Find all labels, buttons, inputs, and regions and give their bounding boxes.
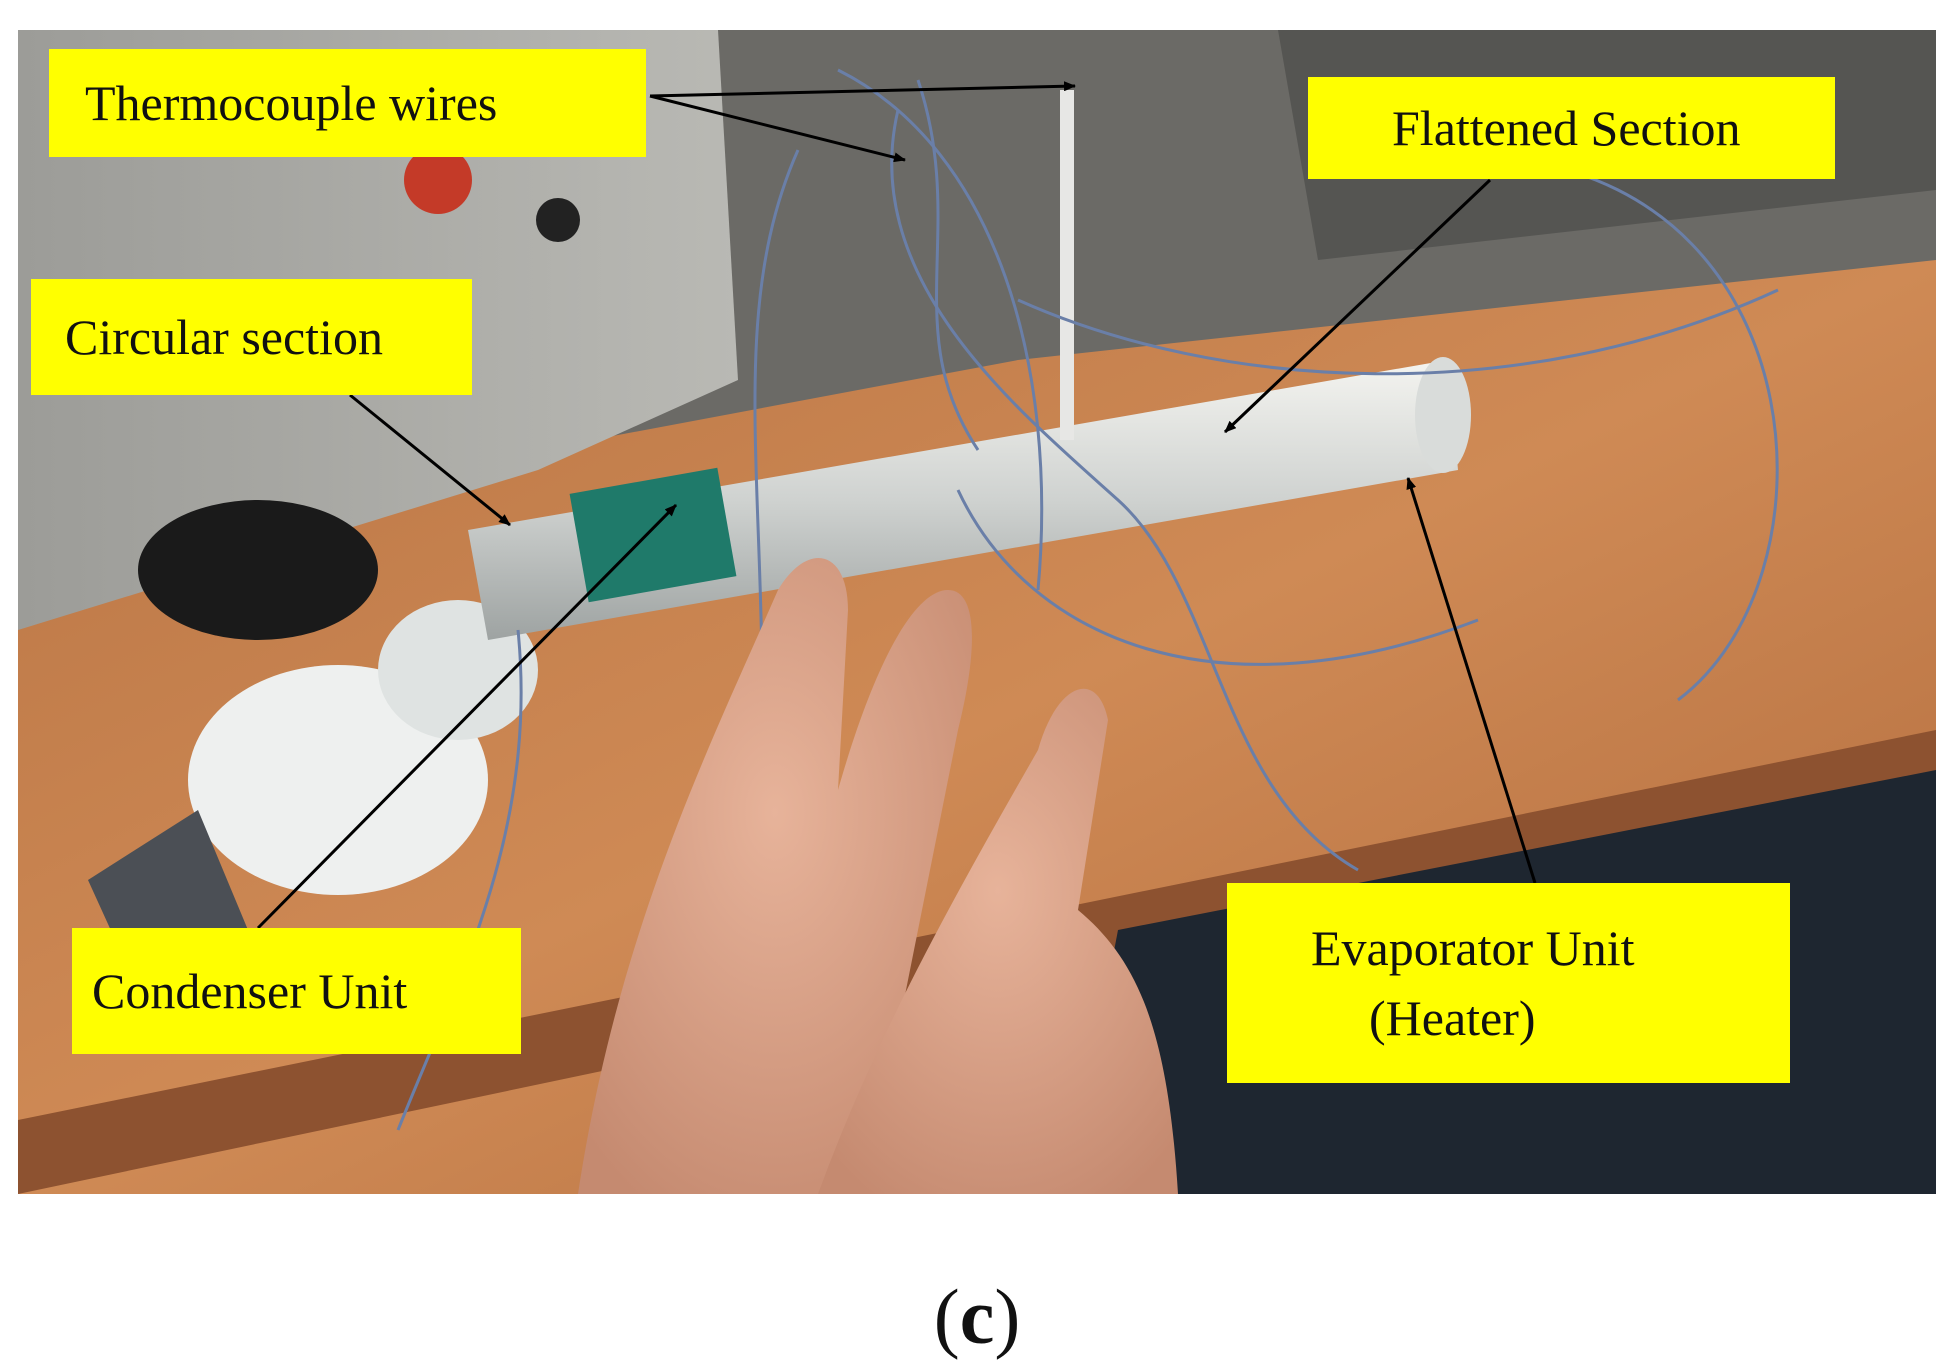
label-flattened-text: Flattened Section — [1392, 100, 1741, 156]
label-evaporator-unit: Evaporator Unit (Heater) — [1227, 883, 1790, 1083]
black-knob — [536, 198, 580, 242]
label-circular-text: Circular section — [65, 309, 383, 365]
red-knob — [404, 146, 472, 214]
label-heater-text: (Heater) — [1369, 990, 1536, 1046]
left-hand — [578, 557, 972, 1194]
dark-opening — [138, 500, 378, 640]
caption-letter: c — [959, 1273, 995, 1360]
label-condenser-unit: Condenser Unit — [72, 928, 521, 1054]
label-evaporator-text: Evaporator Unit — [1311, 920, 1635, 976]
label-thermocouple-text: Thermocouple wires — [85, 75, 498, 131]
label-condenser-text: Condenser Unit — [92, 963, 408, 1019]
probe-rod — [1060, 90, 1074, 440]
label-flattened-section: Flattened Section — [1308, 77, 1835, 179]
label-thermocouple-wires: Thermocouple wires — [49, 49, 646, 157]
caption-close-paren: ) — [994, 1273, 1021, 1360]
figure-caption: (c) — [0, 1272, 1954, 1362]
label-circular-section: Circular section — [31, 279, 472, 395]
caption-open-paren: ( — [933, 1273, 960, 1360]
right-hand — [818, 688, 1178, 1194]
